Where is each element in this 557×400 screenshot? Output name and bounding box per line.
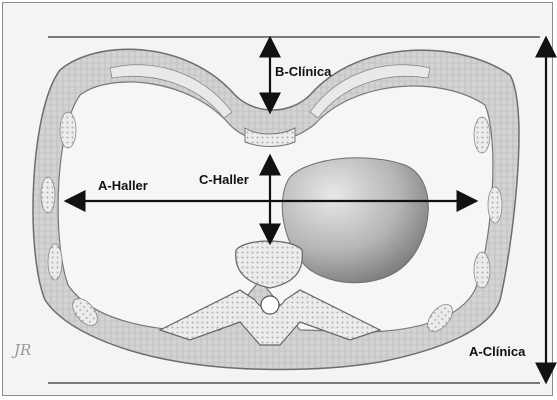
heart (282, 158, 428, 283)
rib-right-3 (474, 252, 490, 288)
c-haller-label: C-Haller (199, 172, 249, 187)
spinal-canal (261, 296, 279, 314)
rib-left-3 (48, 244, 62, 280)
rib-left-1 (60, 112, 76, 148)
b-clinica-label: B-Clínica (275, 64, 331, 79)
a-clinica-label: A-Clínica (469, 344, 525, 359)
rib-right-2 (488, 187, 502, 223)
rib-left-2 (41, 177, 55, 213)
rib-right-1 (474, 117, 490, 153)
a-haller-label: A-Haller (98, 178, 148, 193)
artist-signature: JR (14, 341, 31, 359)
